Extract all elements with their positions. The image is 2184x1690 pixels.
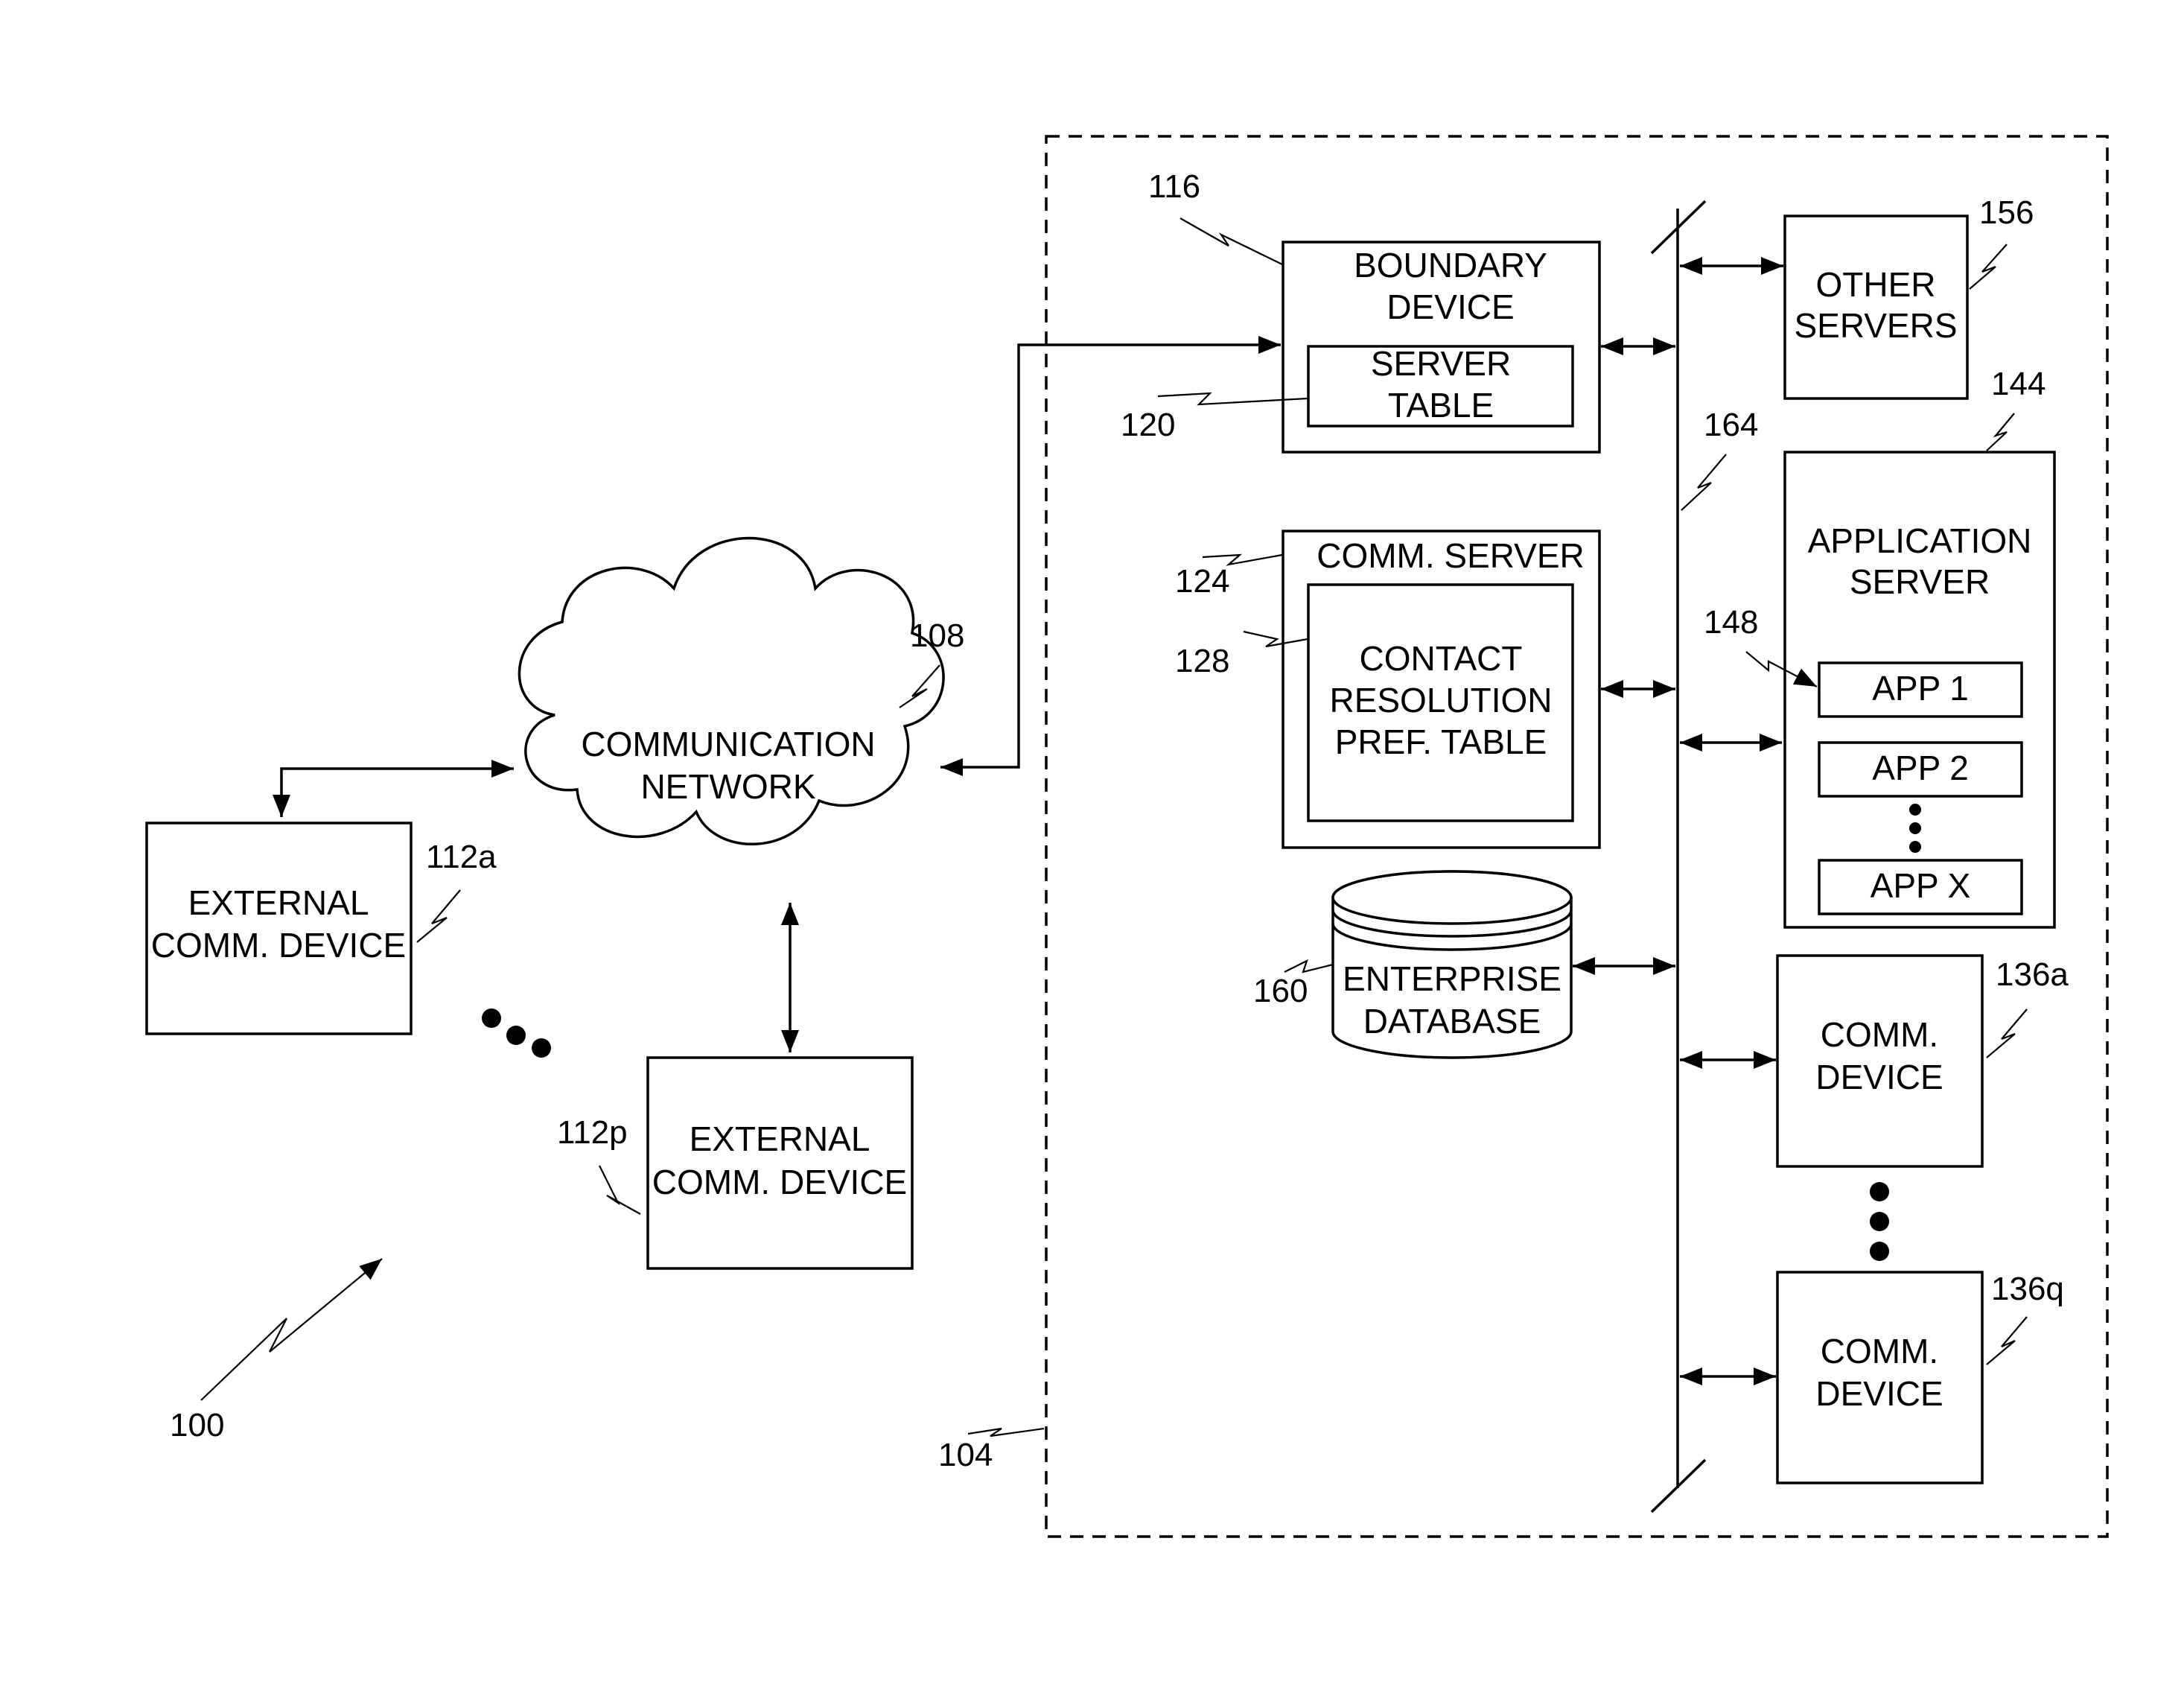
apps-ref: 148: [1704, 604, 1758, 641]
comm-device-q-line1: COMM.: [1821, 1332, 1938, 1370]
external-device-a-ref: 112a: [426, 839, 497, 875]
ellipsis-dot: [482, 1008, 501, 1028]
boundary-device-ref-leader: [1180, 218, 1282, 264]
network-ref: 108: [910, 617, 964, 654]
external-device-a-ref-leader: [417, 890, 460, 942]
ellipsis-dot: [532, 1038, 551, 1058]
bus-ref-leader: [1681, 454, 1726, 510]
comm-server-ref: 124: [1175, 563, 1229, 600]
boundary-device-line2: DEVICE: [1387, 288, 1514, 326]
application-server-ref: 144: [1991, 366, 2045, 402]
external-device-p-ref: 112p: [557, 1114, 628, 1151]
application-server-line2: SERVER: [1850, 562, 1990, 601]
comm-device-a-ref-leader: [1987, 1009, 2027, 1058]
boundary-device-line1: BOUNDARY: [1354, 246, 1547, 285]
database-line1: ENTERPRISE: [1343, 959, 1561, 998]
database-ref-leader: [1284, 961, 1333, 972]
comm-server-label: COMM. SERVER: [1317, 536, 1585, 575]
apps-ellipsis-dot: [1909, 804, 1921, 816]
comm-device-q-ref-leader: [1987, 1317, 2027, 1365]
other-servers-ref-leader: [1970, 244, 2007, 289]
ellipsis-dot: [506, 1026, 526, 1045]
server-table-ref: 120: [1121, 407, 1175, 443]
external-device-p-ref-leader: [599, 1166, 640, 1214]
app-2-label: APP 2: [1872, 749, 1969, 787]
application-server-ref-leader: [1987, 413, 2014, 451]
contact-table-line1: CONTACT: [1360, 639, 1523, 678]
network-label-line2: NETWORK: [640, 767, 815, 806]
contact-table-line2: RESOLUTION: [1329, 681, 1552, 719]
server-table-line1: SERVER: [1371, 344, 1511, 383]
comm-devices-ellipsis-dot: [1870, 1242, 1889, 1261]
comm-device-q-ref: 136q: [1991, 1271, 2064, 1307]
figure-ref-arrow: [201, 1259, 382, 1400]
other-servers-line1: OTHER: [1816, 265, 1936, 304]
comm-device-q-line2: DEVICE: [1815, 1374, 1943, 1413]
external-device-a-line2: COMM. DEVICE: [151, 926, 406, 965]
database-top: [1333, 871, 1571, 924]
comm-device-a-line1: COMM.: [1821, 1015, 1938, 1054]
app-1-label: APP 1: [1872, 669, 1969, 708]
link-network-external-a: [281, 769, 514, 817]
other-servers-line2: SERVERS: [1794, 306, 1957, 345]
external-device-p-line2: COMM. DEVICE: [652, 1163, 907, 1201]
comm-device-a-line2: DEVICE: [1815, 1058, 1943, 1096]
enterprise-ref: 104: [938, 1437, 993, 1473]
comm-devices-ellipsis-dot: [1870, 1182, 1889, 1201]
contact-table-line3: PREF. TABLE: [1335, 722, 1547, 761]
apps-ellipsis-dot: [1909, 841, 1921, 853]
enterprise-ref-leader: [968, 1429, 1044, 1436]
apps-ellipsis-dot: [1909, 822, 1921, 834]
external-device-a-line1: EXTERNAL: [188, 883, 369, 922]
bus-ref: 164: [1704, 407, 1758, 443]
contact-table-ref: 128: [1175, 643, 1229, 679]
figure-ref: 100: [170, 1407, 224, 1443]
comm-devices-ellipsis-dot: [1870, 1212, 1889, 1231]
network-label-line1: COMMUNICATION: [581, 725, 875, 763]
other-servers-ref: 156: [1979, 194, 2034, 231]
app-x-label: APP X: [1871, 866, 1971, 905]
database-ref: 160: [1253, 973, 1308, 1009]
server-table-line2: TABLE: [1388, 386, 1494, 425]
comm-device-a-ref: 136a: [1996, 956, 2069, 993]
external-device-p-line1: EXTERNAL: [690, 1119, 870, 1158]
database-line2: DATABASE: [1363, 1002, 1541, 1041]
application-server-line1: APPLICATION: [1808, 521, 2032, 560]
boundary-device-ref: 116: [1148, 168, 1200, 205]
